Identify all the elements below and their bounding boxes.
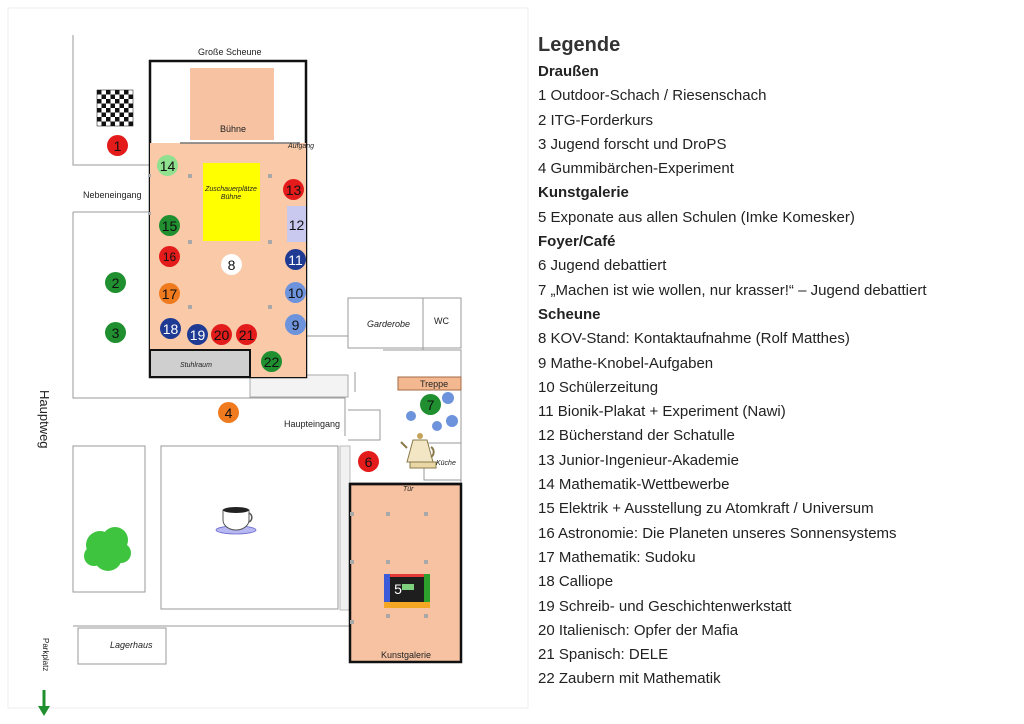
- legend-item: 6 Jugend debattiert: [538, 257, 667, 275]
- wc-label: WC: [434, 316, 449, 326]
- site-map: Große Scheune Bühne Aufgang Nebeneingang…: [7, 7, 529, 716]
- legend: Legende Draußen 1 Outdoor-Schach / Riese…: [538, 34, 1018, 692]
- marker-11[interactable]: 11: [285, 249, 306, 270]
- legend-item: 14 Mathematik-Wettbewerbe: [538, 476, 730, 494]
- legend-item: 1 Outdoor-Schach / Riesenschach: [538, 87, 767, 105]
- marker-7[interactable]: 7: [420, 394, 441, 415]
- marker-21[interactable]: 21: [236, 324, 257, 345]
- lagerhaus-label: Lagerhaus: [110, 640, 153, 650]
- legend-item: 20 Italienisch: Opfer der Mafia: [538, 621, 739, 639]
- kueche-label: Küche: [436, 460, 456, 467]
- legend-item: 8 KOV-Stand: Kontaktaufnahme (Rolf Matth…: [538, 330, 850, 348]
- arrow-down-icon: [38, 690, 50, 716]
- hauptweg-label: Hauptweg: [37, 390, 52, 449]
- marker-5[interactable]: 5: [394, 581, 402, 597]
- marker-10[interactable]: 10: [285, 282, 306, 303]
- marker-15[interactable]: 15: [159, 215, 180, 236]
- marker-12[interactable]: 12: [288, 216, 305, 233]
- marker-19[interactable]: 19: [187, 324, 208, 345]
- coffee-cup-icon: [215, 507, 257, 535]
- buehne-label: Bühne: [220, 124, 247, 134]
- legend-item: 7 „Machen ist wie wollen, nur krasser!“ …: [538, 281, 927, 299]
- legend-item: 11 Bionik-Plakat + Experiment (Nawi): [538, 403, 786, 421]
- legend-item: 19 Schreib- und Geschichtenwerkstatt: [538, 597, 792, 615]
- haupteingang-label: Haupteingang: [284, 419, 341, 429]
- exhibit-board-icon: [384, 574, 430, 608]
- marker-6[interactable]: 6: [358, 451, 379, 472]
- legend-item: 18 Calliope: [538, 573, 614, 591]
- marker-18[interactable]: 18: [160, 318, 181, 339]
- marker-20[interactable]: 20: [211, 324, 232, 345]
- legend-item: 5 Exponate aus allen Schulen (Imke Komes…: [538, 208, 855, 226]
- marker-8[interactable]: 8: [221, 254, 242, 275]
- legend-item: 9 Mathe-Knobel-Aufgaben: [538, 354, 714, 372]
- marker-3[interactable]: 3: [105, 322, 126, 343]
- legend-item: 10 Schülerzeitung: [538, 378, 659, 396]
- legend-item: 21 Spanisch: DELE: [538, 646, 669, 664]
- marker-16[interactable]: 16: [159, 246, 180, 267]
- nebeneingang-label: Nebeneingang: [83, 190, 142, 200]
- grosse-scheune-label: Große Scheune: [198, 47, 262, 57]
- legend-item: 16 Astronomie: Die Planeten unseres Sonn…: [538, 524, 897, 542]
- marker-2[interactable]: 2: [105, 272, 126, 293]
- treppe-label: Treppe: [420, 379, 449, 389]
- legend-section-foyer-cafe: Foyer/Café: [538, 233, 616, 251]
- marker-9[interactable]: 9: [285, 314, 306, 335]
- marker-13[interactable]: 13: [283, 179, 304, 200]
- marker-14[interactable]: 14: [157, 155, 178, 176]
- legend-item: 12 Bücherstand der Schatulle: [538, 427, 735, 445]
- legend-section-draussen: Draußen: [538, 63, 599, 80]
- legend-item: 4 Gummibärchen-Experiment: [538, 160, 734, 178]
- legend-item: 22 Zaubern mit Mathematik: [538, 670, 721, 688]
- legend-title: Legende: [538, 34, 621, 56]
- aufgang-label: Aufgang: [288, 143, 315, 150]
- bush-icon: [84, 527, 131, 571]
- legend-item: 3 Jugend forscht und DroPS: [538, 135, 727, 153]
- kunstgalerie-label: Kunstgalerie: [381, 650, 432, 660]
- marker-22[interactable]: 22: [261, 351, 282, 372]
- marker-1[interactable]: 1: [107, 135, 128, 156]
- marker-17[interactable]: 17: [159, 283, 180, 304]
- legend-section-kunstgalerie: Kunstgalerie: [538, 184, 629, 202]
- legend-section-scheune: Scheune: [538, 305, 601, 323]
- coffee-pot-icon: [400, 433, 437, 469]
- legend-item: 13 Junior-Ingenieur-Akademie: [538, 451, 739, 469]
- parkplatz-label: Parkplatz: [41, 638, 50, 672]
- legend-item: 2 ITG-Forderkurs: [538, 111, 654, 129]
- garderobe-label: Garderobe: [367, 319, 411, 329]
- zuschauerplaetze-label: Zuschauerplätze Bühne: [205, 186, 257, 201]
- tuer-label: Tür: [403, 486, 414, 493]
- stuhlraum-label: Stuhlraum: [180, 362, 212, 369]
- legend-item: 15 Elektrik + Ausstellung zu Atomkraft /…: [538, 500, 874, 518]
- chessboard-icon: [96, 89, 134, 127]
- marker-4[interactable]: 4: [218, 402, 239, 423]
- legend-item: 17 Mathematik: Sudoku: [538, 548, 696, 566]
